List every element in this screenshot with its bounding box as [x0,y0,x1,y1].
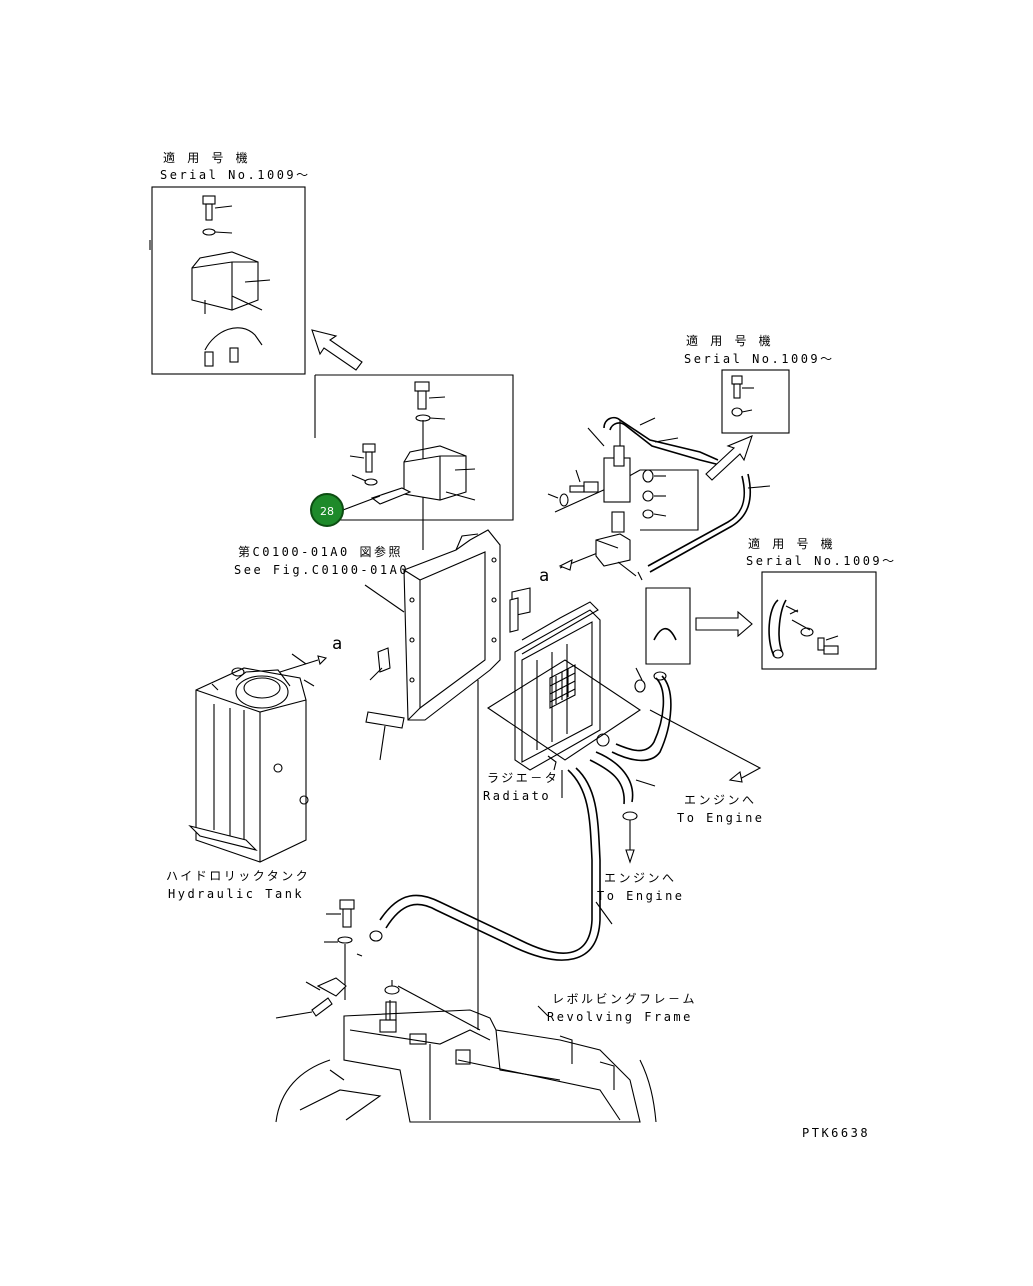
revolving-frame-label-jp: レボルビングフレ－ム [552,992,698,1006]
bolt-icon [414,381,430,410]
washer-icon [202,228,216,236]
rubber-pads [365,587,531,761]
hose-bracket-assembly [547,416,721,567]
drain-assembly [275,899,363,1019]
to-engine-label-en: To Engine [597,889,685,903]
serial-label-jp: 適 用 号 機 [163,151,251,165]
serial-label-en: Serial No.1009～ [684,352,835,366]
bolt-icon [385,1001,397,1021]
detail-box-bracket [314,374,514,550]
see-figure-ref-en[interactable]: See Fig.C0100-01A0 [234,563,410,577]
radiator [486,601,641,771]
serial-label-en: Serial No.1009～ [160,168,311,182]
bolt-icon [731,375,743,399]
reference-mark-a: a [539,566,550,586]
see-figure-ref-jp[interactable]: 第C0100-01A0 図参照 [238,545,403,559]
coolant-pipe [369,755,613,961]
serial-label-en: Serial No.1009～ [746,554,897,568]
part-callout-28[interactable]: 28 [310,493,344,527]
hydraulic-tank-label-en: Hydraulic Tank [168,887,305,901]
radiator-hose-lower [589,751,656,864]
bolt-icon [362,443,376,473]
serial-label-jp: 適 用 号 機 [686,334,774,348]
detail-box-top-right [721,369,790,434]
arrow-icon [311,329,363,371]
radiator-hose-upper [596,587,691,762]
to-engine-label-jp: エンジンへ [604,871,677,885]
revolving-frame-label-en: Revolving Frame [547,1010,693,1024]
to-engine-label-jp: エンジンへ [684,793,757,807]
bolt-icon [569,481,599,493]
corrugated-hose [647,473,771,573]
detail-box-mid-right [761,571,877,670]
radiator-frame [364,529,501,721]
revolving-frame [275,980,657,1123]
arrow-icon [705,435,753,481]
serial-label-jp: 適 用 号 機 [748,537,836,551]
hydraulic-tank-label-jp: ハイドロリックタンク [166,869,311,883]
arrow-icon [695,610,753,638]
hydraulic-tank [188,667,315,863]
bolt-icon [202,195,216,221]
reference-mark-a: a [332,634,343,654]
drawing-code: PTK6638 [802,1126,871,1140]
bolt-icon [339,899,355,928]
bolt-icon [817,637,839,655]
radiator-label-en: Radiato [483,789,552,803]
detail-box-top-left [149,186,306,375]
radiator-label-jp: ラジエ－タ [487,771,560,785]
to-engine-label-en: To Engine [677,811,765,825]
